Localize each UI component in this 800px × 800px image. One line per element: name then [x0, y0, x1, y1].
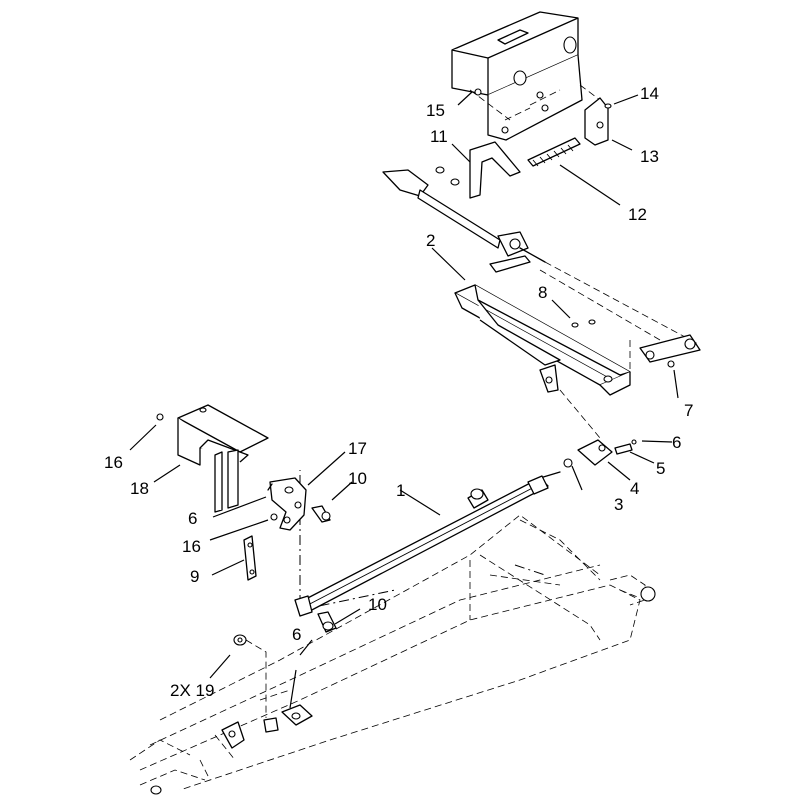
upper-rod — [382, 169, 701, 346]
pivot-bracket — [269, 477, 307, 531]
pedal-bracket — [177, 404, 269, 513]
callout-2: 2 — [426, 231, 435, 250]
callout-3: 3 — [614, 495, 623, 514]
callout-7: 7 — [684, 401, 693, 420]
bolt-upper — [311, 505, 331, 523]
washer-guide — [245, 639, 267, 718]
top-bracket — [451, 11, 601, 141]
frame-bracket — [221, 704, 313, 749]
callout-13: 13 — [640, 147, 659, 166]
callout-12: 12 — [628, 205, 647, 224]
callout-10-upper: 10 — [348, 469, 367, 488]
callout-5: 5 — [656, 459, 665, 478]
callout-10-lower: 10 — [368, 595, 387, 614]
callout-15: 15 — [426, 101, 445, 120]
callout-labels: 1 2 3 4 5 6 6 6 7 8 9 10 10 11 12 13 14 … — [104, 84, 693, 700]
left-pins — [156, 413, 278, 521]
callout-16-mid: 16 — [182, 537, 201, 556]
cross-shaft — [294, 471, 561, 617]
small-bolts — [571, 319, 596, 328]
callout-4: 4 — [630, 479, 639, 498]
tractor-frame — [129, 470, 656, 795]
clevis-hardware — [559, 389, 637, 468]
nuts-top — [435, 88, 482, 186]
bolt-lower — [317, 611, 337, 633]
callout-17: 17 — [348, 439, 367, 458]
spring-bracket-left — [469, 141, 521, 199]
callout-6-left: 6 — [188, 509, 197, 528]
callout-19: 2X 19 — [170, 681, 214, 700]
callout-6-right: 6 — [672, 433, 681, 452]
callout-14: 14 — [640, 84, 659, 103]
callout-9: 9 — [190, 567, 199, 586]
callout-11: 11 — [430, 127, 448, 146]
callout-16-top: 16 — [104, 453, 123, 472]
leader-lines — [129, 91, 679, 709]
pedal-assembly — [454, 284, 631, 396]
spring — [527, 137, 581, 167]
callout-1: 1 — [396, 481, 405, 500]
callout-6-bottom: 6 — [292, 625, 301, 644]
callout-8: 8 — [538, 283, 547, 302]
link-bar — [243, 535, 257, 581]
right-pivot — [629, 334, 701, 375]
callout-18: 18 — [130, 479, 149, 498]
spring-bracket-right — [584, 97, 612, 146]
washer-inner — [237, 637, 243, 643]
